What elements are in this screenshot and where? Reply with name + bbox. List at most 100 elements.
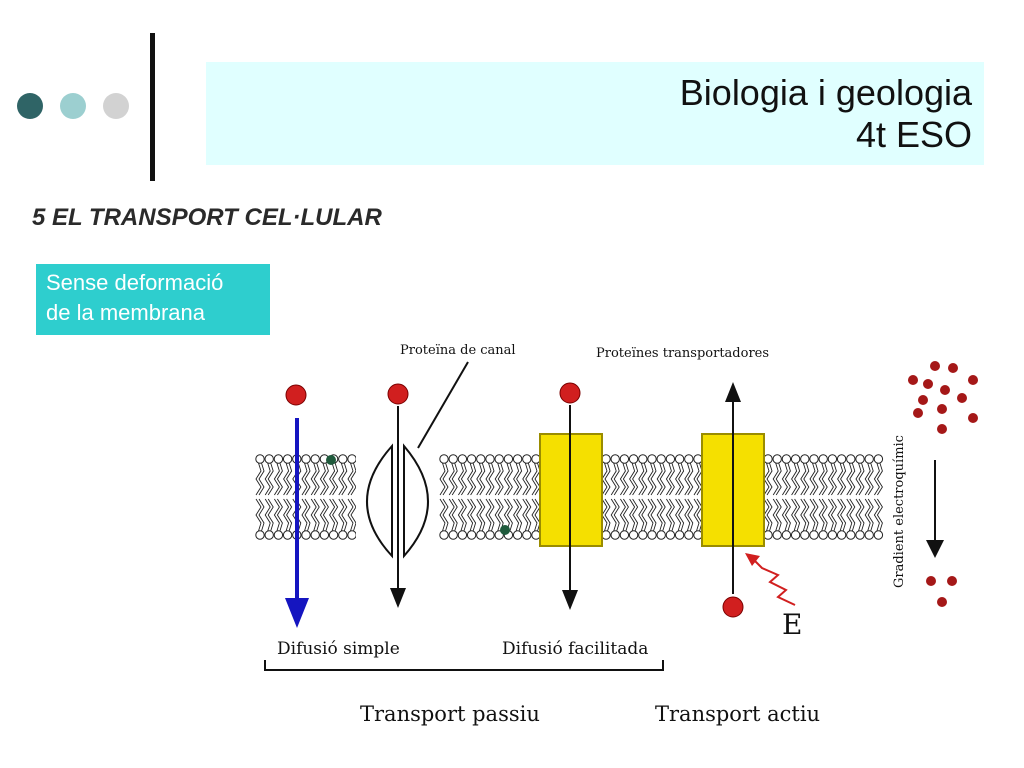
channel-protein-left: [366, 443, 393, 559]
lipid-tail: [656, 498, 666, 532]
channel-label-pointer: [417, 361, 469, 449]
gradient-high-concentration: [908, 361, 978, 434]
lipid-head: [485, 530, 495, 540]
lipid-tail: [439, 462, 449, 496]
lipid-head: [781, 530, 792, 540]
lipid-tail: [791, 462, 801, 496]
lipid-head: [255, 454, 265, 464]
channel-protein-label: Proteïna de canal: [400, 343, 516, 358]
note-line-2: de la membrana: [46, 300, 205, 325]
lipid-tail: [338, 498, 348, 532]
energy-arrow-head: [745, 553, 760, 566]
channel-protein-right: [403, 443, 429, 559]
lipid-tail: [329, 498, 339, 532]
lipid-tail: [601, 462, 611, 496]
lipid-head: [610, 454, 620, 464]
lipid-tail: [503, 498, 513, 532]
lipid-tail: [319, 462, 329, 496]
facilitated-diffusion-label: Difusió facilitada: [502, 639, 648, 659]
lipid-tail: [864, 498, 874, 532]
lipid-tail: [619, 462, 629, 496]
lipid-tail: [647, 498, 657, 532]
lipid-tail: [347, 498, 357, 532]
lipid-head: [684, 530, 694, 540]
lipid-tail: [781, 462, 791, 496]
lipid-head: [301, 530, 311, 540]
lipid-head: [601, 454, 611, 464]
note-box: Sense deformació de la membrana: [36, 264, 270, 335]
lipid-head: [818, 454, 828, 464]
lipid-head: [674, 530, 685, 540]
lipid-head: [800, 454, 810, 464]
lipid-tail: [781, 498, 791, 532]
lipid-tail: [763, 498, 773, 532]
lipid-head: [638, 454, 648, 464]
transporters-label: Proteïnes transportadores: [596, 346, 769, 361]
lipid-tail: [531, 498, 541, 532]
lipid-head: [301, 454, 311, 464]
lipid-head: [457, 530, 468, 540]
lipid-tail: [873, 498, 883, 532]
lipid-head: [522, 530, 532, 540]
lipid-tail: [264, 462, 274, 496]
lipid-tail: [800, 498, 810, 532]
passive-transport-label: Transport passiu: [360, 702, 540, 726]
lipid-tail: [675, 498, 685, 532]
lipid-head: [684, 454, 694, 464]
lipid-head: [503, 454, 514, 464]
lipid-head: [628, 454, 639, 464]
gradient-low-concentration: [926, 576, 957, 607]
lipid-tail: [319, 498, 329, 532]
lipid-head: [763, 454, 773, 464]
title-line-2: 4t ESO: [855, 114, 972, 155]
lipid-head: [873, 530, 884, 540]
lipid-head: [790, 530, 801, 540]
lipid-head: [512, 454, 523, 464]
lipid-tail: [310, 498, 320, 532]
simple-diffusion-label: Difusió simple: [277, 639, 400, 659]
dot-gray: [103, 93, 129, 119]
lipid-tail: [772, 498, 782, 532]
lipid-head: [439, 530, 449, 540]
lipid-tail: [693, 498, 703, 532]
lipid-head: [347, 530, 357, 540]
lipid-head: [273, 530, 284, 540]
lipid-tail: [800, 462, 810, 496]
small-molecule-1: [326, 455, 336, 465]
lipid-tail: [772, 462, 782, 496]
lipid-head: [466, 454, 477, 464]
lipid-tail: [855, 462, 865, 496]
lipid-tail: [619, 498, 629, 532]
lipid-head: [319, 530, 330, 540]
lipid-head: [674, 454, 685, 464]
lipid-tail: [846, 498, 856, 532]
lipid-tail: [837, 462, 847, 496]
lipid-head: [273, 454, 284, 464]
lipid-tail: [485, 462, 495, 496]
lipid-head: [476, 454, 486, 464]
lipid-head: [790, 454, 801, 464]
lipid-tail: [329, 462, 339, 496]
lipid-bilayer: [255, 454, 884, 540]
energy-label: E: [782, 608, 802, 641]
lipid-tail: [873, 462, 883, 496]
simple-diffusion-arrow-head: [285, 598, 309, 628]
lipid-head: [282, 454, 293, 464]
lipid-tail: [522, 462, 532, 496]
lipid-head: [264, 530, 274, 540]
lipid-tail: [763, 462, 773, 496]
lipid-head: [781, 454, 792, 464]
lipid-tail: [827, 462, 837, 496]
lipid-tail: [494, 498, 504, 532]
gradient-label: Gradient electroquímic: [892, 435, 907, 588]
lipid-head: [665, 530, 676, 540]
lipid-tail: [513, 498, 523, 532]
lipid-head: [772, 530, 782, 540]
lipid-tail: [457, 498, 467, 532]
lipid-tail: [693, 462, 703, 496]
lipid-head: [846, 530, 856, 540]
lipid-head: [485, 454, 495, 464]
lipid-head: [763, 530, 773, 540]
lipid-head: [619, 530, 630, 540]
